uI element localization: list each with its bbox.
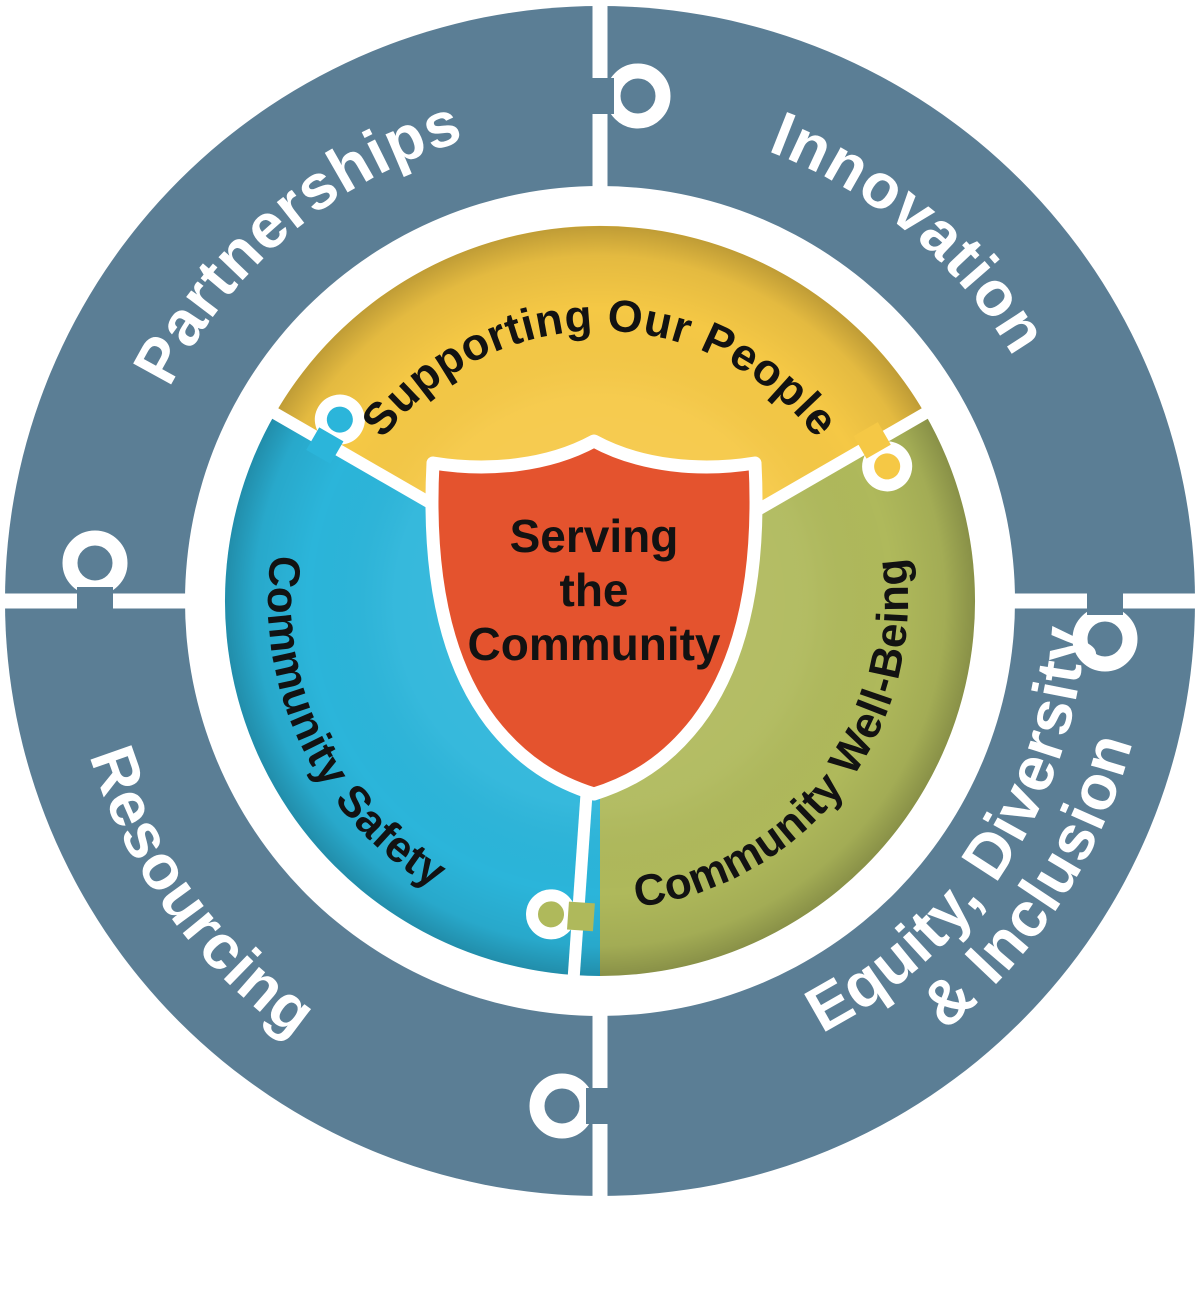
puzzle-tab-blue-yellow — [267, 394, 458, 523]
shield-label-line3: Community — [468, 618, 721, 670]
puzzle-tab-right — [1013, 579, 1197, 672]
shield-label-line2: the — [560, 564, 629, 616]
shield-label-line1: Serving — [510, 510, 679, 562]
puzzle-tab-bottom — [529, 1014, 622, 1198]
puzzle-tab-left — [3, 530, 187, 623]
puzzle-tab-top — [578, 4, 671, 188]
puzzle-tab-green-blue — [526, 768, 595, 981]
puzzle-tab-yellow-green — [742, 405, 933, 523]
center-shield-icon — [425, 434, 763, 801]
